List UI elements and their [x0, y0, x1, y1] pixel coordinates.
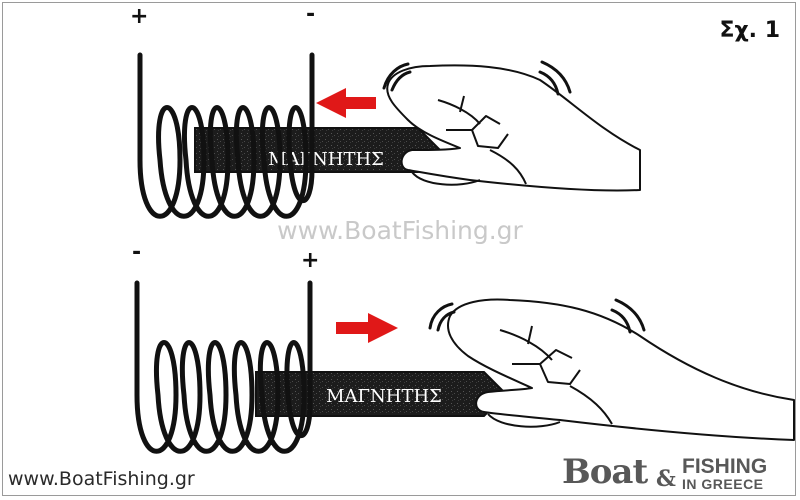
bottom-left-terminal-sign: - — [132, 240, 142, 265]
bottom-coil — [134, 280, 313, 454]
top-magnet-label: ΜΑΓΝΗΤΗΣ — [268, 149, 384, 170]
top-panel: ΜΑΓΝΗΤΗΣ — [137, 52, 641, 219]
watermark: www.BoatFishing.gr — [277, 216, 523, 245]
bottom-panel: ΜΑΓΝΗΤΗΣ — [134, 280, 795, 454]
logo-main-text: Boat — [562, 452, 648, 492]
credit-link[interactable]: www.BoatFishing.gr — [8, 468, 195, 490]
bottom-right-terminal-sign: + — [301, 248, 320, 273]
logo-top-text: FISHING — [682, 455, 768, 478]
top-left-terminal-sign: + — [130, 4, 149, 29]
bottom-hand-icon — [447, 298, 795, 441]
bottom-motion-marks — [428, 298, 646, 334]
figure-label: Σχ. 1 — [719, 18, 780, 43]
top-motion-marks — [382, 60, 572, 96]
top-right-terminal-sign: - — [306, 2, 316, 27]
bottom-magnet: ΜΑΓΝΗΤΗΣ — [255, 371, 508, 417]
logo-bottom-text: IN GREECE — [682, 476, 764, 492]
bottom-arrow — [336, 313, 398, 343]
top-coil — [137, 52, 315, 219]
bottom-magnet-label: ΜΑΓΝΗΤΗΣ — [326, 386, 442, 407]
top-hand-icon — [386, 64, 641, 192]
logo-ampersand: & — [656, 466, 676, 492]
top-arrow — [316, 88, 376, 118]
